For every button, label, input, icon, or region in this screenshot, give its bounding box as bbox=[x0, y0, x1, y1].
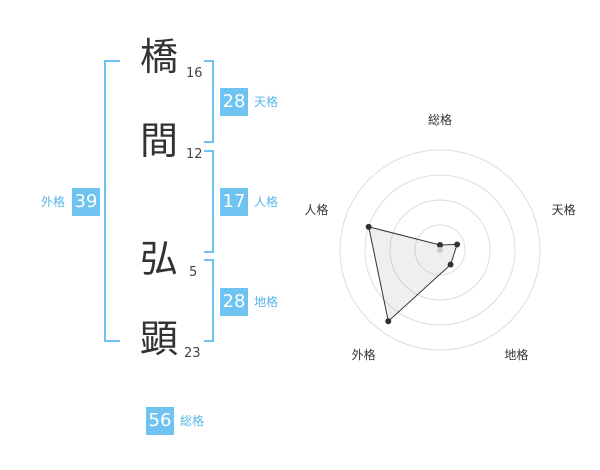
tenkaku-label: 天格 bbox=[254, 95, 279, 109]
radar-axis-label-5: 人格 bbox=[304, 202, 328, 217]
chikaku-badge: 28 bbox=[220, 288, 248, 316]
radar-point-2 bbox=[454, 241, 461, 248]
radar-points bbox=[365, 223, 461, 325]
gaikaku-badge: 39 bbox=[72, 188, 100, 216]
jinkaku-badge: 17 bbox=[220, 188, 248, 216]
soukaku-label: 総格 bbox=[180, 414, 205, 428]
name-char-1: 橋 bbox=[140, 35, 179, 79]
radar-center-dot bbox=[437, 247, 443, 253]
radar-axis-label-1: 総格 bbox=[428, 112, 452, 127]
chikaku-label: 地格 bbox=[254, 295, 279, 309]
name-char-4: 顕 bbox=[140, 317, 179, 361]
stroke-count-1: 16 bbox=[186, 66, 203, 81]
radar-axis-label-3: 地格 bbox=[504, 347, 528, 362]
jinkaku-bracket bbox=[204, 150, 214, 253]
name-char-2: 間 bbox=[140, 119, 179, 163]
chikaku-bracket bbox=[204, 259, 214, 342]
stroke-count-3: 5 bbox=[189, 265, 198, 280]
soukaku-badge: 56 bbox=[146, 407, 174, 435]
radar-point-5 bbox=[365, 223, 372, 230]
jinkaku-label: 人格 bbox=[254, 195, 279, 209]
name-char-3: 弘 bbox=[140, 237, 179, 281]
tenkaku-bracket bbox=[204, 60, 214, 143]
radar-point-1 bbox=[437, 242, 443, 248]
radar-point-3 bbox=[447, 261, 454, 268]
stroke-count-2: 12 bbox=[186, 147, 203, 162]
tenkaku-badge: 28 bbox=[220, 88, 248, 116]
stroke-count-4: 23 bbox=[184, 346, 201, 361]
radar-axis-label-2: 天格 bbox=[552, 202, 576, 217]
gaikaku-bracket bbox=[104, 60, 120, 342]
radar-axis-label-4: 外格 bbox=[352, 347, 376, 362]
gaikaku-label: 外格 bbox=[41, 195, 66, 209]
radar-point-4 bbox=[385, 318, 392, 325]
